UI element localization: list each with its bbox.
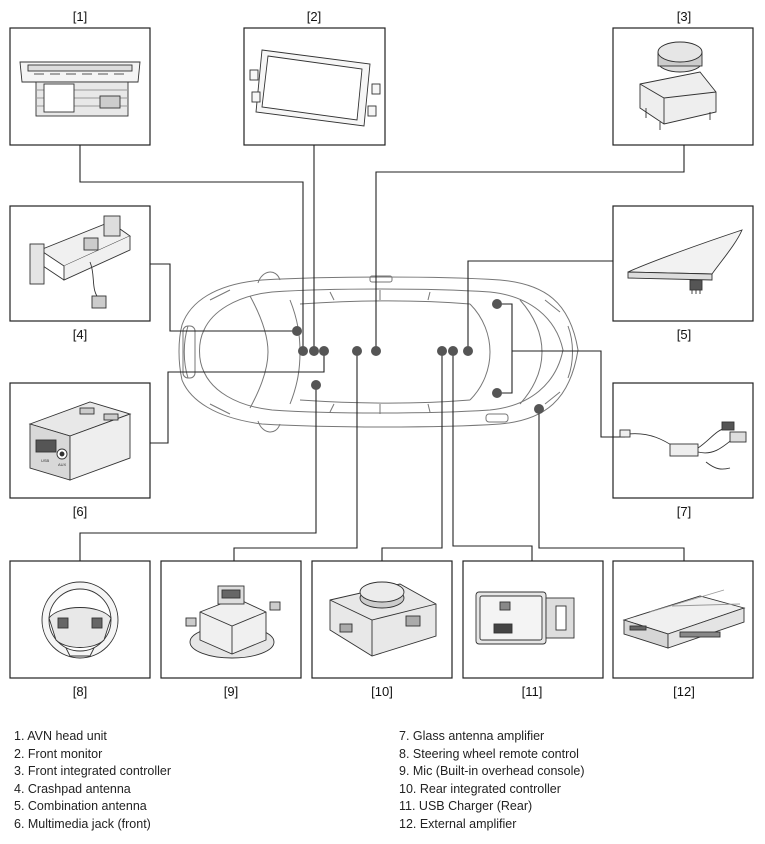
dot-mic bbox=[352, 346, 362, 356]
connector-lines bbox=[79, 145, 685, 561]
callout-3: [3] bbox=[677, 9, 691, 24]
rear-integrated-controller-drawing bbox=[329, 581, 437, 657]
external-amplifier-drawing bbox=[622, 589, 746, 649]
callout-6: [6] bbox=[73, 504, 87, 519]
dot-glass-amp-upper bbox=[492, 299, 502, 309]
jack-aux-label: AUX bbox=[58, 462, 67, 467]
callout-11: [11] bbox=[522, 684, 543, 699]
glass-antenna-amplifier-drawing bbox=[619, 421, 747, 470]
legend-item: 5. Combination antenna bbox=[14, 799, 147, 814]
mic-drawing bbox=[185, 585, 281, 659]
front-monitor-drawing bbox=[249, 49, 381, 127]
legend-item: 8. Steering wheel remote control bbox=[399, 746, 579, 761]
dot-combination-antenna bbox=[463, 346, 473, 356]
callout-1: [1] bbox=[73, 9, 87, 24]
jack-usb-label: USB bbox=[41, 458, 50, 463]
dot-usb-charger bbox=[448, 346, 458, 356]
combination-antenna-drawing bbox=[627, 229, 743, 294]
legend-item: 3. Front integrated controller bbox=[14, 764, 172, 779]
car-top-view bbox=[178, 271, 579, 433]
legend-item: 11. USB Charger (Rear) bbox=[399, 799, 533, 814]
legend-item: 7. Glass antenna amplifier bbox=[399, 729, 545, 743]
dot-front-monitor bbox=[309, 346, 319, 356]
dot-glass-amp-lower bbox=[492, 388, 502, 398]
dot-multimedia-jack bbox=[319, 346, 329, 356]
location-dots bbox=[292, 299, 544, 414]
legend-item: 9. Mic (Built-in overhead console) bbox=[399, 764, 585, 779]
callout-10: [10] bbox=[371, 684, 393, 699]
component-location-diagram: [1] [2] [3] [4] [5] [6] [7] [8] [9] [10]… bbox=[9, 9, 754, 699]
usb-charger-rear-drawing bbox=[475, 591, 575, 645]
legend-right-column: 7. Glass antenna amplifier 8. Steering w… bbox=[399, 728, 585, 834]
legend-item: 6. Multimedia jack (front) bbox=[14, 816, 151, 831]
legend-item: 10. Rear integrated controller bbox=[399, 781, 561, 796]
front-integrated-controller-drawing bbox=[639, 41, 717, 130]
callout-8: [8] bbox=[73, 684, 87, 699]
legend-item: 12. External amplifier bbox=[399, 816, 517, 831]
multimedia-jack-drawing: USB AUX bbox=[28, 401, 132, 481]
callout-12: [12] bbox=[673, 684, 695, 699]
callout-5: [5] bbox=[677, 327, 691, 342]
callout-7: [7] bbox=[677, 504, 691, 519]
callout-4: [4] bbox=[73, 327, 87, 342]
dot-rear-controller bbox=[437, 346, 447, 356]
avn-head-unit-drawing bbox=[19, 61, 141, 117]
legend-item: 4. Crashpad antenna bbox=[14, 781, 131, 796]
steering-wheel-drawing bbox=[41, 581, 119, 659]
legend-item: 1. AVN head unit bbox=[14, 729, 107, 743]
dot-avn-head-unit bbox=[298, 346, 308, 356]
legend-item: 2. Front monitor bbox=[14, 746, 103, 761]
crashpad-antenna-drawing bbox=[29, 215, 131, 309]
dot-crashpad-antenna bbox=[292, 326, 302, 336]
dot-front-controller bbox=[371, 346, 381, 356]
callout-9: [9] bbox=[224, 684, 238, 699]
dot-steering-remote bbox=[311, 380, 321, 390]
legend-left-column: 1. AVN head unit 2. Front monitor 3. Fro… bbox=[14, 728, 171, 834]
callout-2: [2] bbox=[307, 9, 321, 24]
dot-external-amplifier bbox=[534, 404, 544, 414]
